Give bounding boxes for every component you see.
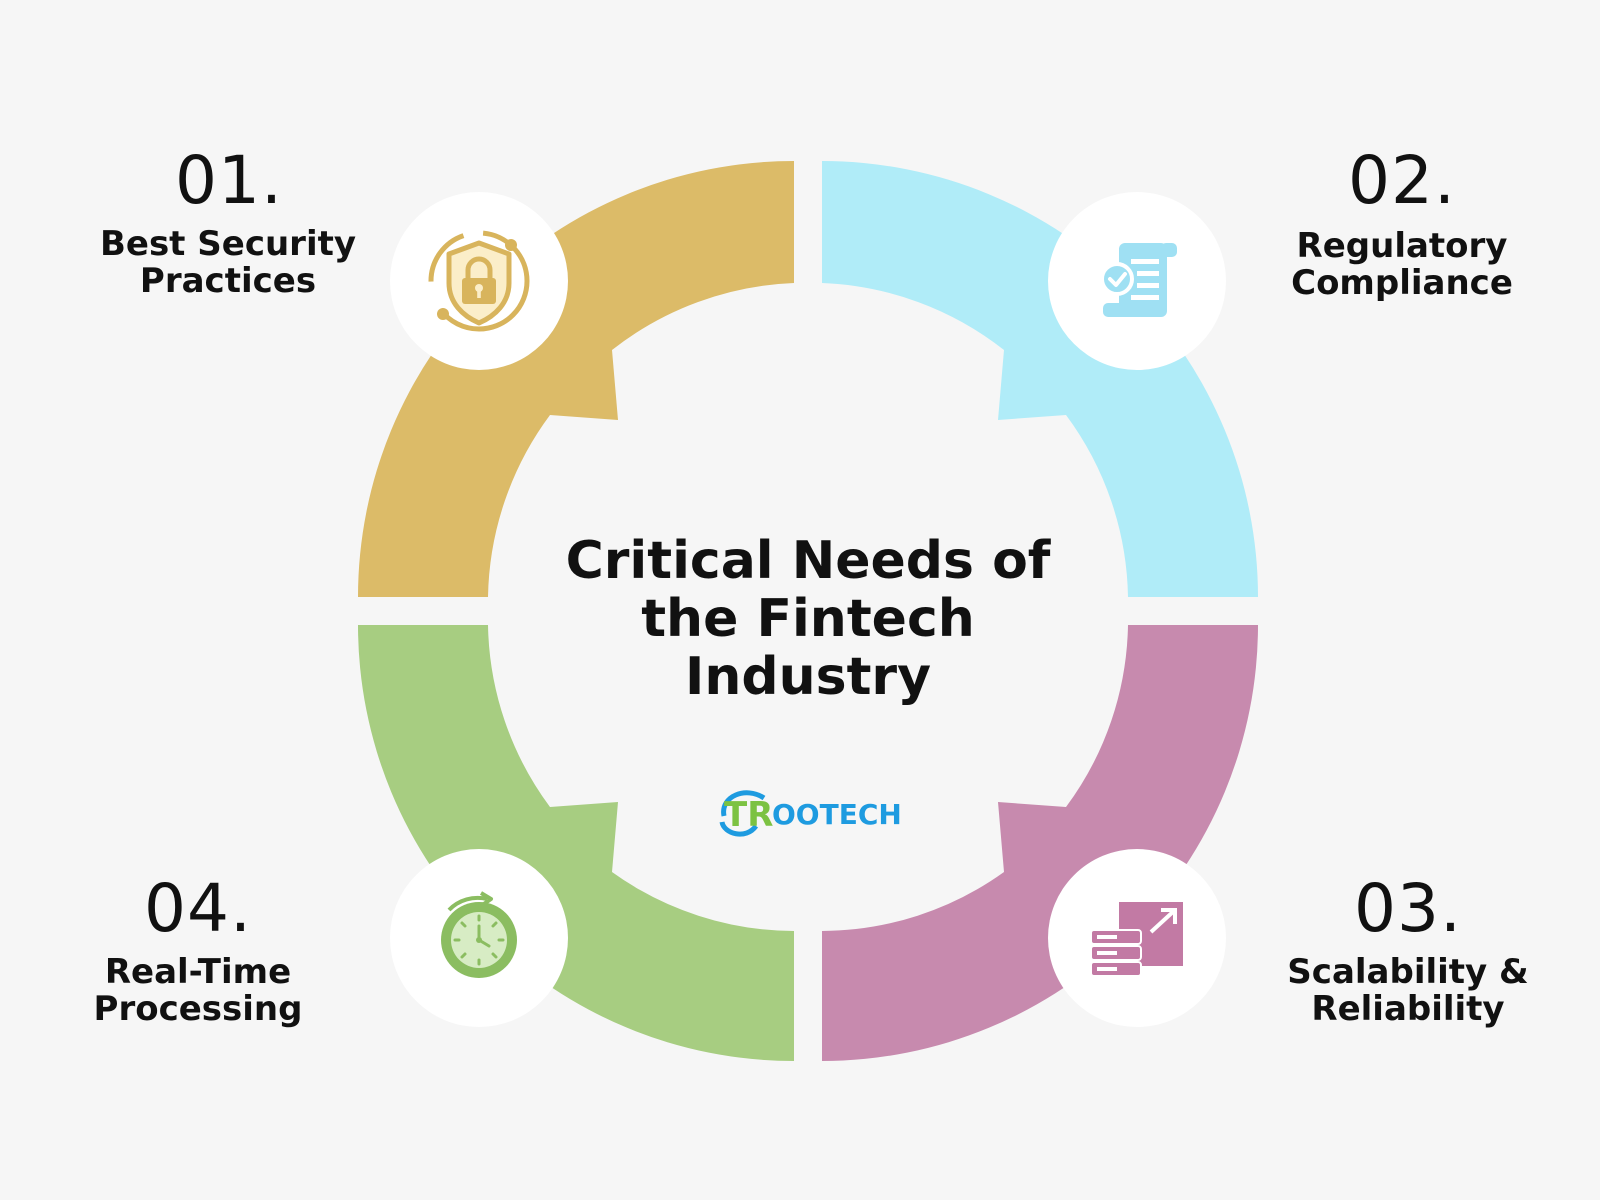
center-title-line: Critical Needs of <box>565 531 1051 591</box>
trootech-logo: TR OOTECH <box>719 790 902 837</box>
item-number-01: 01. <box>175 142 283 219</box>
server-scale-icon <box>1090 902 1183 977</box>
item-label-line: Regulatory <box>1296 226 1508 266</box>
document-check-icon <box>1100 243 1177 317</box>
item-label-line: Compliance <box>1291 263 1513 303</box>
item-label-line: Practices <box>139 261 317 301</box>
item-label-security: Best Security Practices <box>68 226 388 300</box>
item-number-02: 02. <box>1348 142 1456 219</box>
center-title: Critical Needs of the Fintech Industry <box>528 532 1088 706</box>
item-label-line: Real-Time <box>104 952 292 992</box>
item-label-line: Processing <box>93 989 303 1029</box>
item-label-compliance: Regulatory Compliance <box>1242 228 1562 302</box>
segment-realtime <box>358 625 794 1061</box>
segment-scalability <box>822 625 1258 1061</box>
center-title-line: Industry <box>685 647 931 707</box>
item-label-line: Scalability & <box>1287 952 1529 992</box>
item-number-04: 04. <box>144 870 252 947</box>
item-label-line: Best Security <box>99 224 357 264</box>
item-label-realtime: Real-Time Processing <box>38 954 358 1028</box>
shield-lock-icon <box>428 230 530 332</box>
center-title-line: the Fintech <box>641 589 975 649</box>
svg-text:TR: TR <box>724 795 773 835</box>
segment-compliance <box>822 161 1258 597</box>
item-number-03: 03. <box>1354 870 1462 947</box>
segment-security <box>358 161 794 597</box>
item-label-scalability: Scalability & Reliability <box>1248 954 1568 1028</box>
stopwatch-icon <box>441 891 517 978</box>
svg-text:OOTECH: OOTECH <box>772 798 902 831</box>
item-label-line: Reliability <box>1311 989 1505 1029</box>
